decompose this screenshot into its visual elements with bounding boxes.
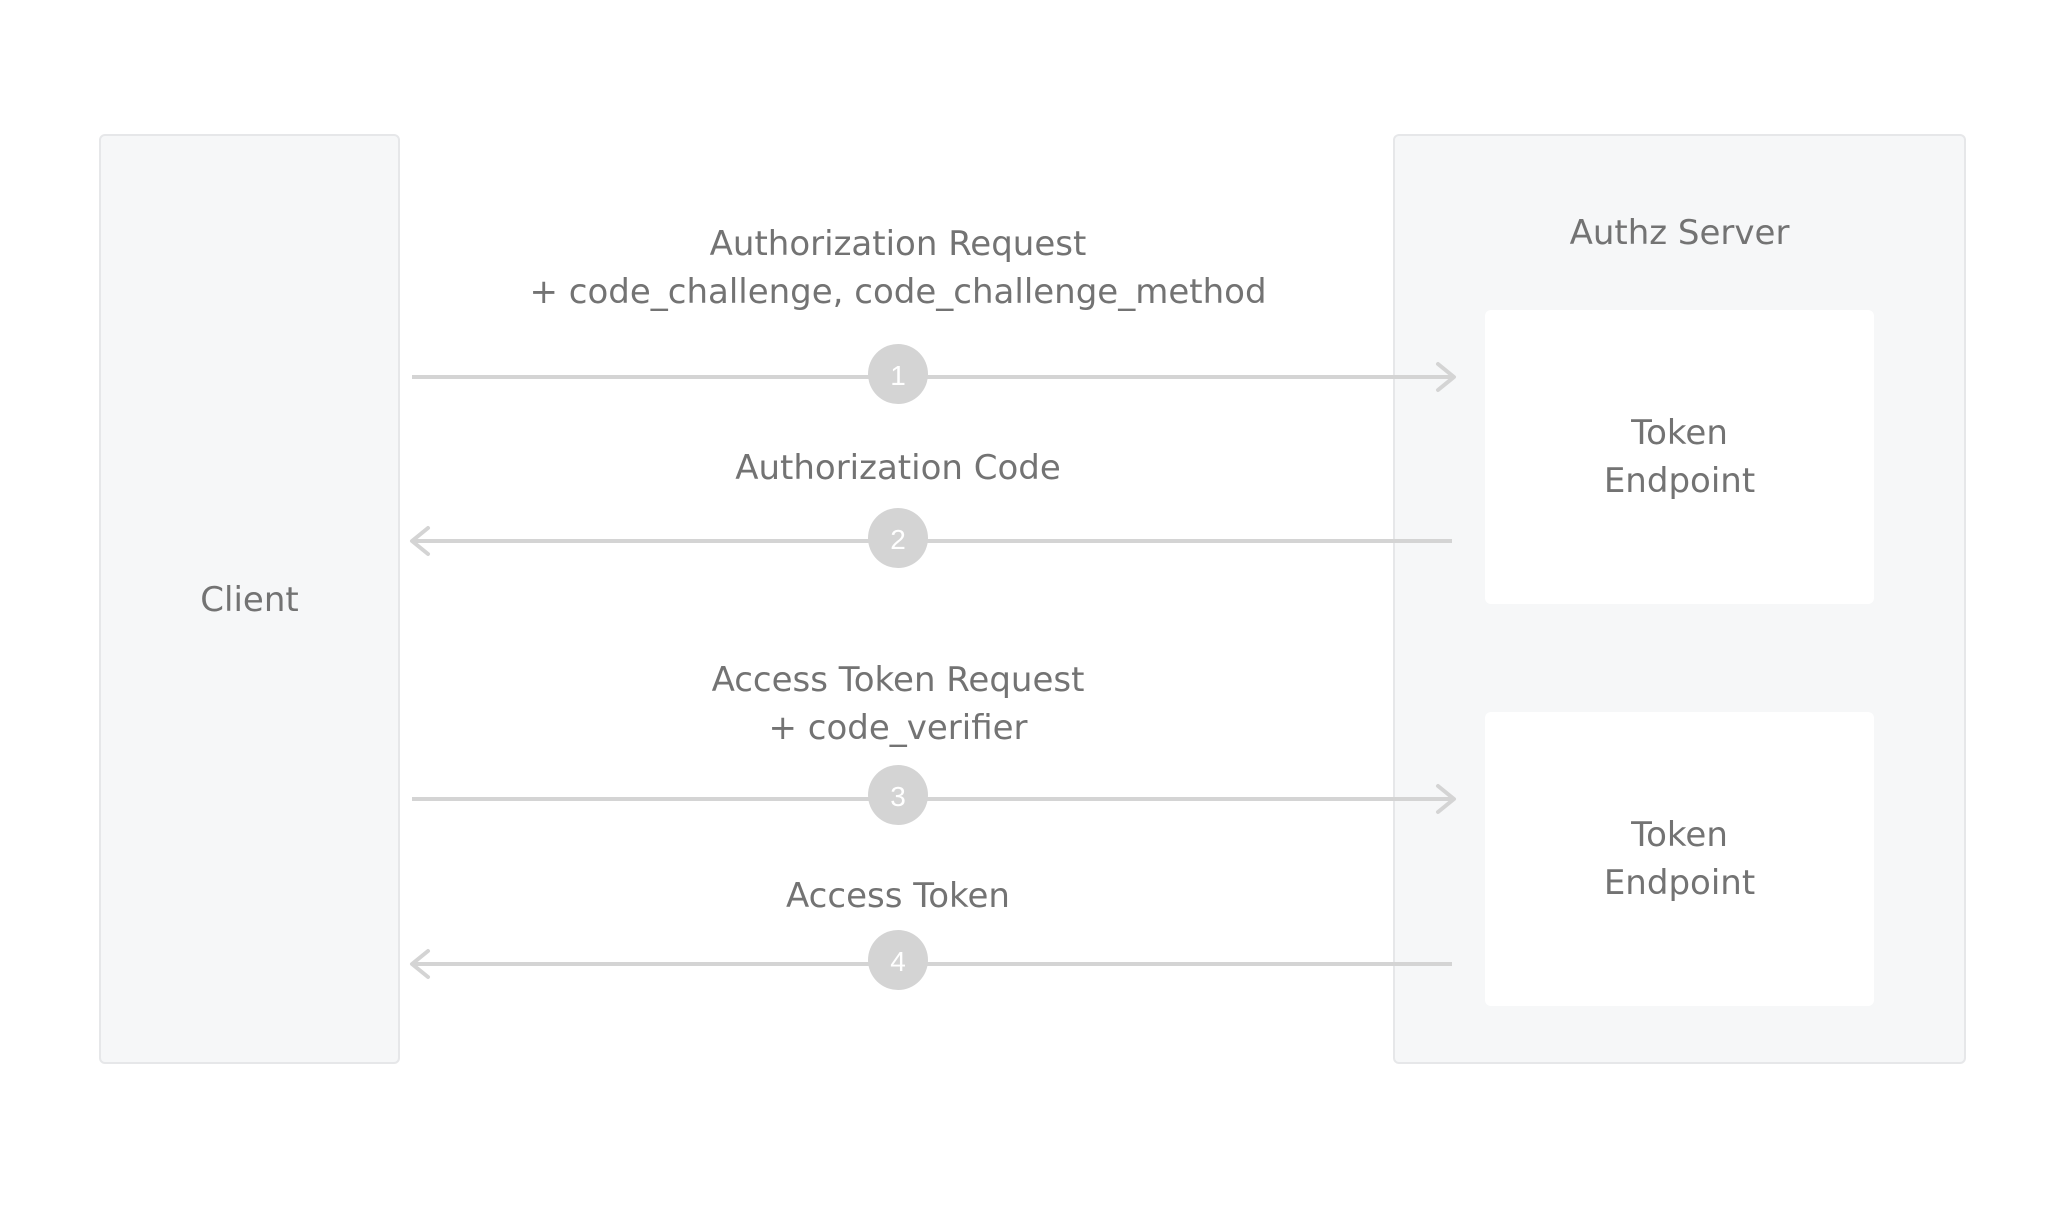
arrow-right-icon: [1436, 784, 1456, 814]
step-circle: [868, 344, 928, 404]
arrow-step-1: 1: [412, 344, 1456, 404]
step-number: 2: [890, 524, 906, 555]
authz-server-title: Authz Server: [1569, 213, 1790, 253]
token-endpoint-label-line2: Endpoint: [1603, 461, 1756, 501]
access-token-request-params: + code_verifier: [768, 708, 1028, 748]
step-number: 4: [890, 946, 906, 977]
step-circle: [868, 765, 928, 825]
arrow-left-icon: [410, 949, 430, 979]
token-endpoint-box: Token Endpoint: [1485, 712, 1874, 1006]
authorization-request-label: Authorization Request: [709, 224, 1087, 264]
token-endpoint-box: Token Endpoint: [1485, 310, 1874, 604]
token-endpoint-label-line1: Token: [1631, 815, 1728, 855]
authorization-request-params: + code_challenge, code_challenge_method: [529, 272, 1267, 312]
access-token-request-label: Access Token Request: [711, 660, 1085, 700]
arrow-step-3: 3: [412, 765, 1456, 825]
step-circle: [868, 508, 928, 568]
client-panel: [99, 134, 400, 1064]
authorization-code-label: Authorization Code: [735, 448, 1061, 488]
step-number: 1: [890, 360, 906, 391]
arrow-right-icon: [1436, 362, 1456, 392]
arrow-step-2: 2: [410, 508, 1452, 568]
access-token-label: Access Token: [786, 876, 1010, 916]
client-label: Client: [200, 580, 299, 620]
token-endpoint-label-line2: Endpoint: [1603, 863, 1756, 903]
arrow-step-4: 4: [410, 930, 1452, 990]
token-endpoint-label-line1: Token: [1631, 413, 1728, 453]
arrow-left-icon: [410, 526, 430, 556]
step-number: 3: [890, 781, 906, 812]
step-circle: [868, 930, 928, 990]
